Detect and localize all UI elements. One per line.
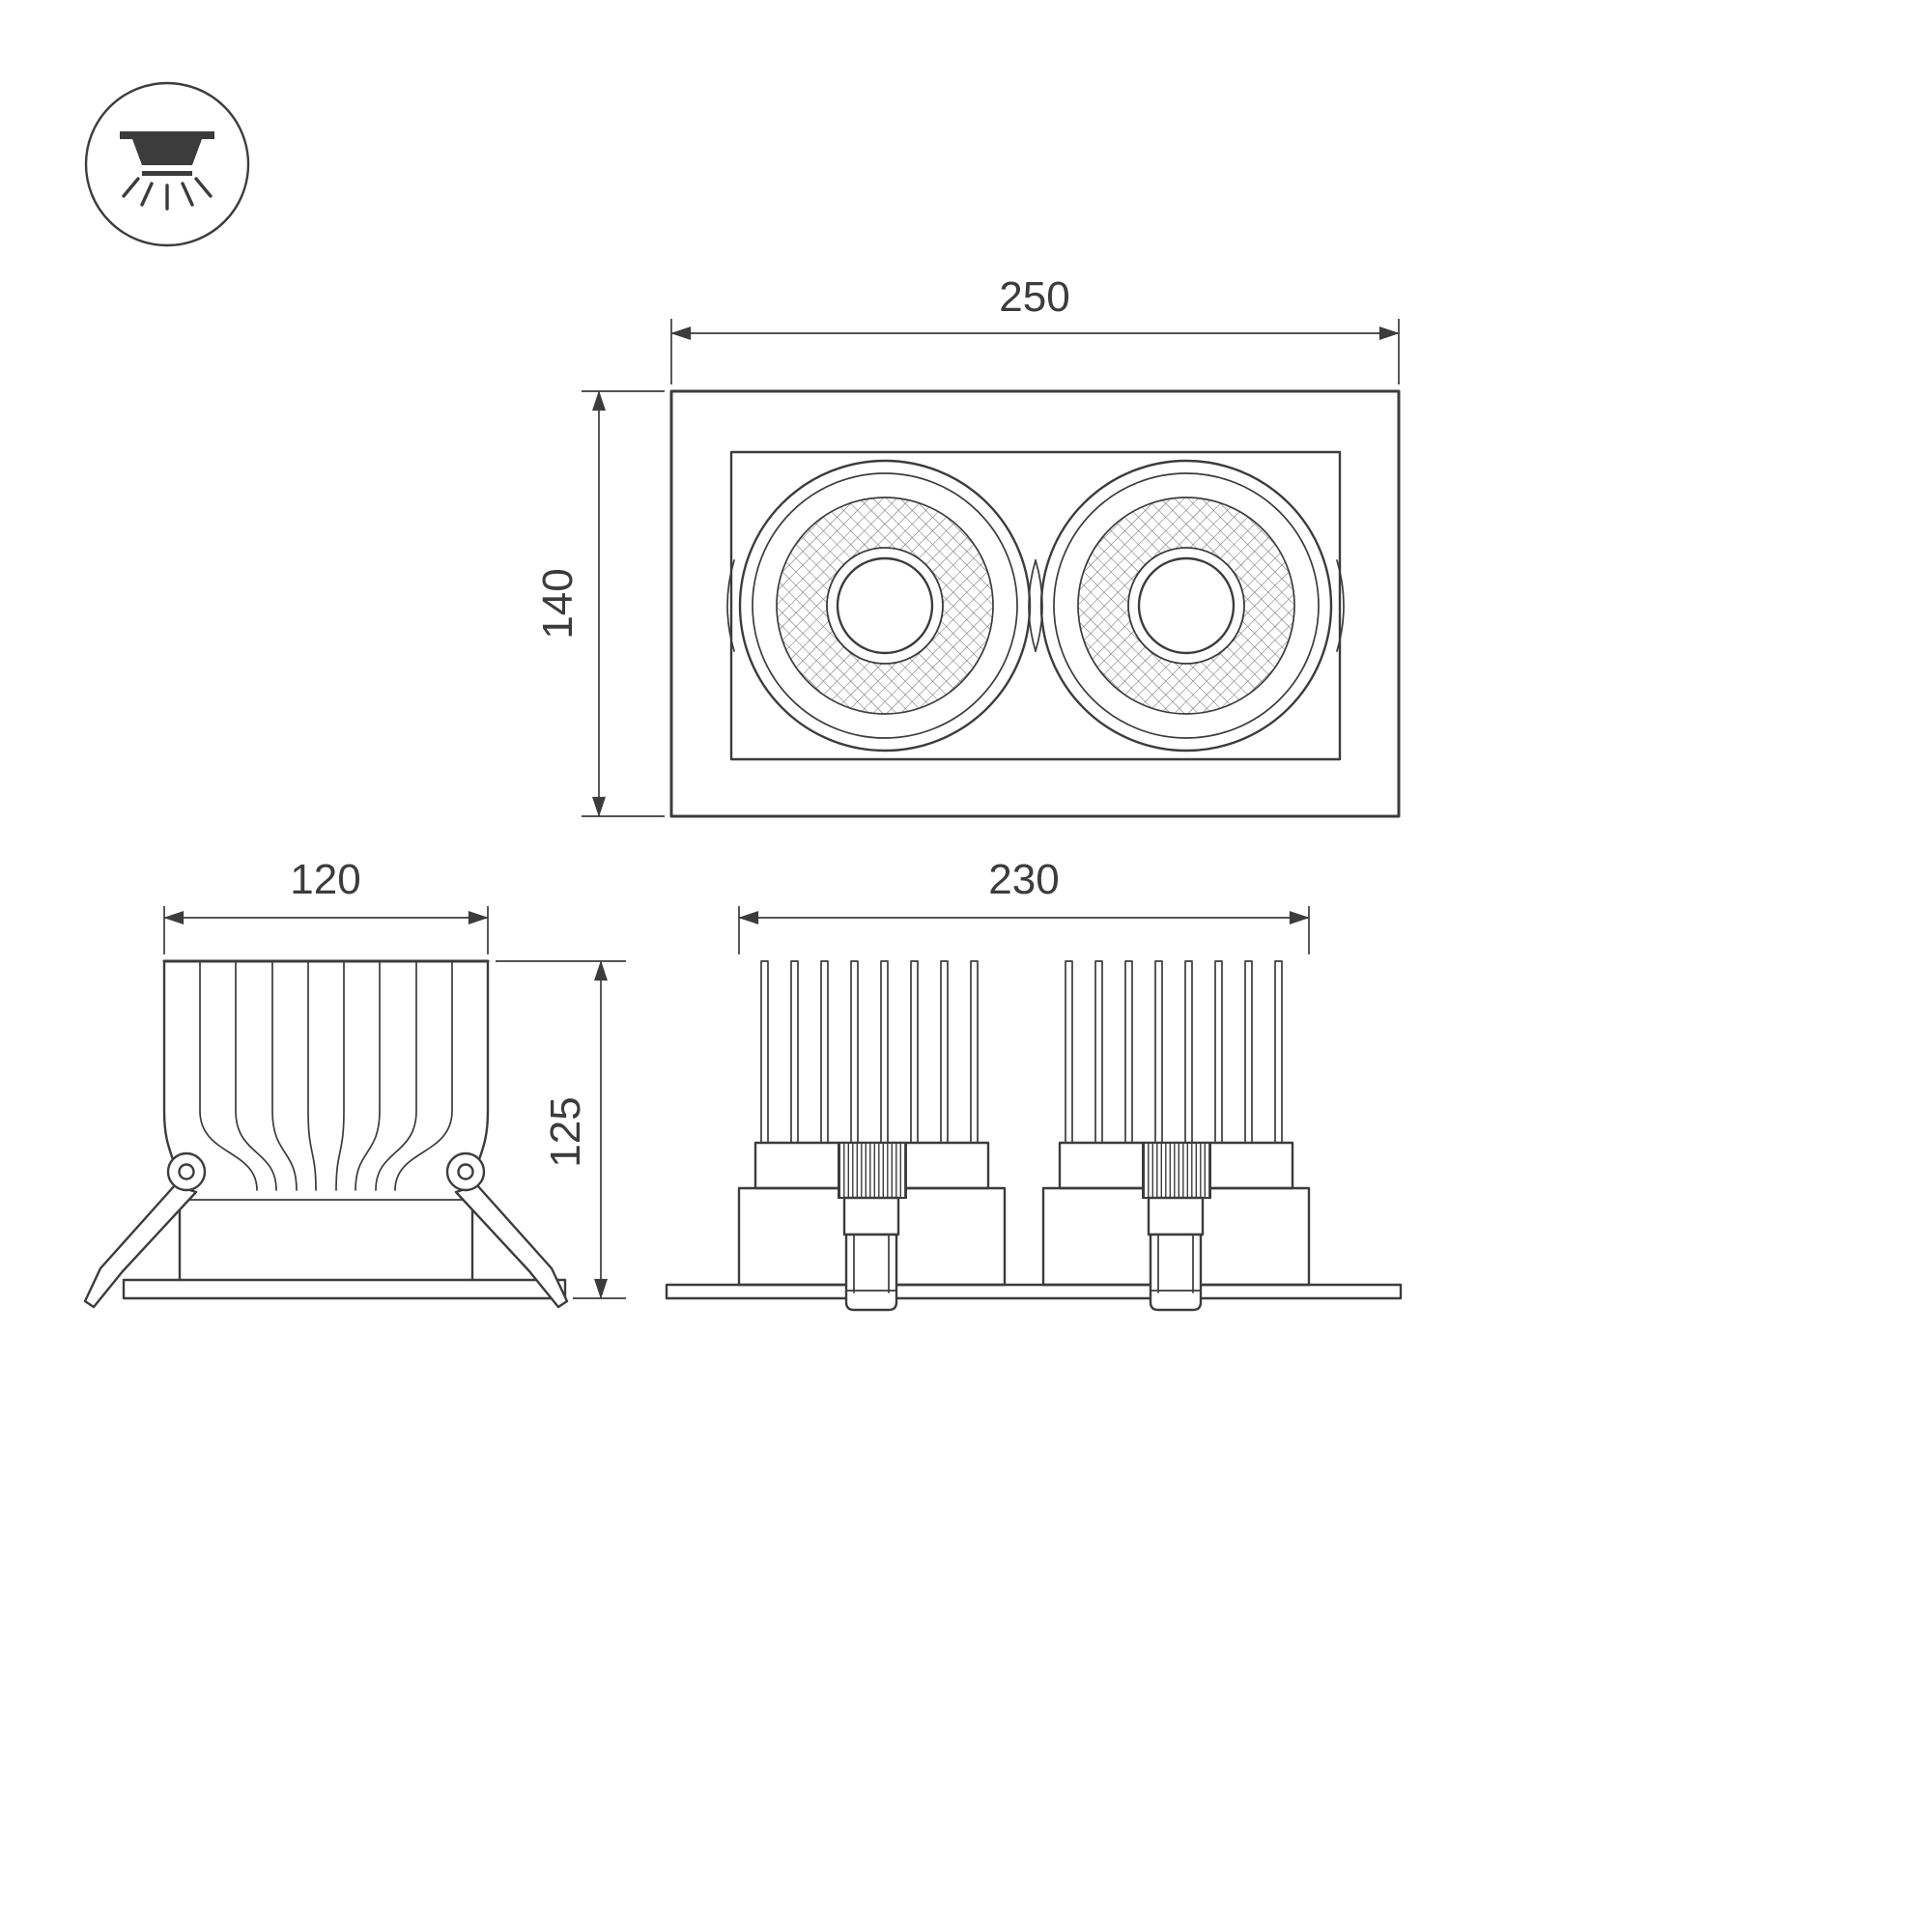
spring-clip-left <box>83 1151 207 1309</box>
gimbal-tabs <box>726 559 1345 652</box>
view-side <box>83 959 569 1309</box>
dimension-label-front-height: 140 <box>534 568 582 639</box>
heatsink-left-edge <box>162 959 182 1282</box>
lamp-module-left <box>738 459 1032 753</box>
mounting-clamp-left <box>837 1141 908 1312</box>
heatsink-fins <box>199 960 453 1191</box>
icon-circle-border <box>84 81 250 247</box>
frame-inner-rect <box>729 450 1342 761</box>
icon-lamp-lens <box>142 171 192 176</box>
dimension-label-side-width: 120 <box>290 856 360 903</box>
dimension-label-side-height: 125 <box>542 1096 589 1167</box>
frame-outer-rect <box>669 389 1401 818</box>
view-rear <box>665 959 1403 1312</box>
dimension-rear-width: 230 <box>738 856 1310 954</box>
dimension-side-width: 120 <box>163 856 489 954</box>
trim-flange-side <box>122 1278 567 1300</box>
dimension-label-rear-width: 230 <box>988 856 1059 903</box>
trim-flange-rear <box>665 1283 1403 1300</box>
mounting-clamp-right <box>1141 1141 1212 1312</box>
icon-light-rays <box>122 177 213 211</box>
dimension-front-height: 140 <box>534 390 665 817</box>
recessed-downlight-icon <box>84 81 250 247</box>
dimension-label-front-width: 250 <box>999 273 1069 321</box>
lamp-module-right <box>1039 459 1333 753</box>
spring-clip-right <box>445 1151 569 1309</box>
icon-lamp-body <box>132 139 202 165</box>
dimension-front-width: 250 <box>670 273 1400 384</box>
dimension-side-height: 125 <box>496 960 626 1299</box>
heatsink-right-edge <box>470 959 490 1282</box>
icon-ceiling-bar <box>120 131 214 139</box>
view-front-plan <box>669 389 1401 818</box>
